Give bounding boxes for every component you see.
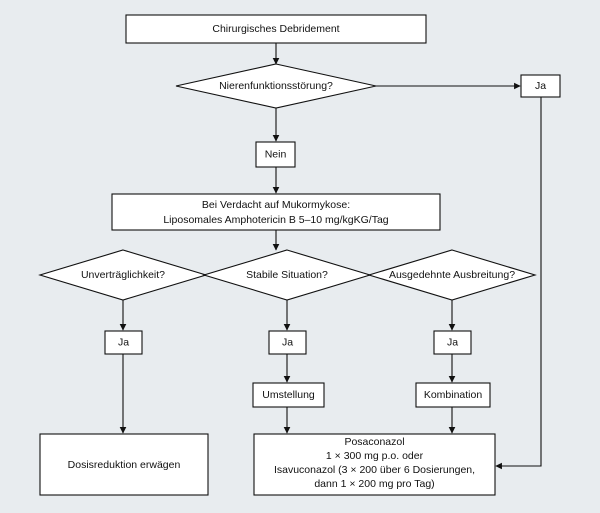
intolerance-yes-label: Ja bbox=[118, 336, 129, 348]
renal-no-box bbox=[255, 141, 296, 168]
renal-question-label: Nierenfunktionsstörung? bbox=[219, 80, 333, 92]
spread-label: Ausgedehnte Ausbreitung? bbox=[389, 269, 515, 281]
connectors bbox=[119, 43, 542, 470]
amphotericin-label-line2: Liposomales Amphotericin B 5–10 mg/kgKG/… bbox=[163, 214, 388, 226]
azoles-label-line1: Posaconazol bbox=[344, 436, 404, 448]
combination-label: Kombination bbox=[424, 389, 483, 401]
azoles-label-line4: dann 1 × 200 mg pro Tag) bbox=[314, 478, 434, 490]
azoles-label-line2: 1 × 300 mg p.o. oder bbox=[326, 450, 424, 462]
renal-no-label: Nein bbox=[265, 148, 287, 160]
amphotericin-label-line1: Bei Verdacht auf Mukormykose: bbox=[202, 199, 350, 211]
renal-question-diamond bbox=[175, 63, 377, 109]
spread-diamond bbox=[367, 249, 537, 301]
intolerance-diamond bbox=[38, 249, 208, 301]
debridement-label: Chirurgisches Debridement bbox=[212, 23, 339, 35]
stable-yes-label: Ja bbox=[282, 336, 293, 348]
stable-label: Stabile Situation? bbox=[246, 269, 328, 281]
switch-box bbox=[252, 382, 325, 408]
switch-label: Umstellung bbox=[262, 389, 315, 401]
debridement-box bbox=[125, 14, 427, 44]
azoles-box bbox=[253, 433, 496, 496]
arrow-ja-to-azoles bbox=[495, 97, 542, 470]
renal-yes-box bbox=[520, 74, 561, 98]
stable-yes-box bbox=[268, 330, 307, 355]
azoles-label-line3: Isavuconazol (3 × 200 über 6 Dosierungen… bbox=[274, 464, 475, 476]
spread-yes-box bbox=[433, 330, 472, 355]
amphotericin-box bbox=[111, 193, 441, 231]
spread-yes-label: Ja bbox=[447, 336, 458, 348]
combination-box bbox=[415, 382, 491, 408]
stable-diamond bbox=[202, 249, 372, 301]
intolerance-label: Unverträglichkeit? bbox=[81, 269, 165, 281]
renal-yes-label: Ja bbox=[535, 80, 546, 92]
dose-reduction-box bbox=[39, 433, 209, 496]
intolerance-yes-box bbox=[104, 330, 143, 355]
dose-reduction-label: Dosisreduktion erwägen bbox=[68, 459, 181, 471]
